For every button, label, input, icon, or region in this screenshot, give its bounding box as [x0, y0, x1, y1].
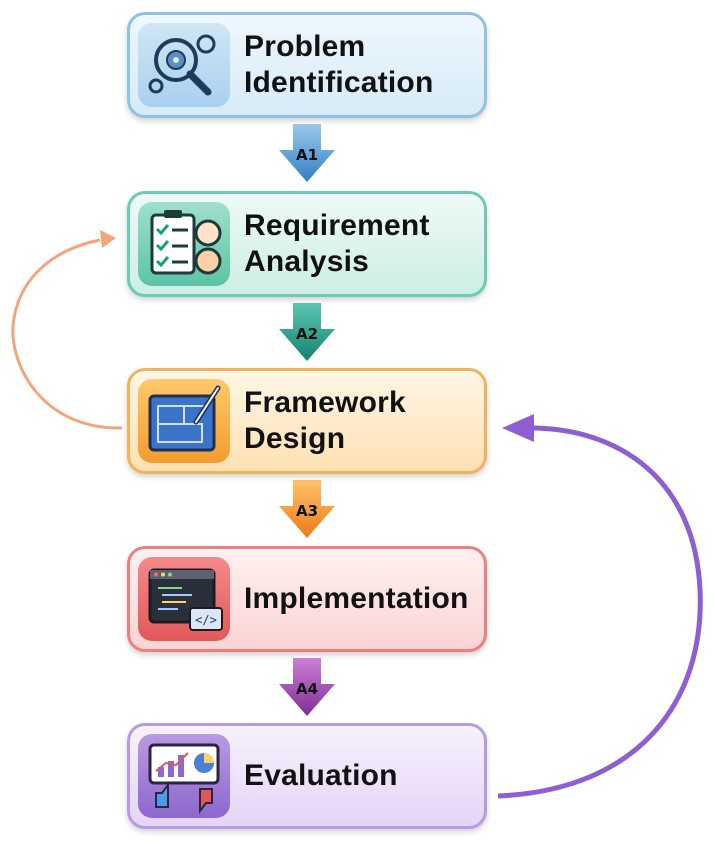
- magnifier-gears-icon: [138, 23, 230, 107]
- code-window-icon: </>: [138, 557, 230, 641]
- step-problem-identification: Problem Identification: [127, 12, 487, 118]
- step-title-line1: Evaluation: [244, 759, 398, 792]
- chart-thumbs-icon: [138, 734, 230, 818]
- step-title-line1: Implementation: [244, 582, 469, 615]
- step-title-line1: Problem: [244, 30, 366, 63]
- arrow-a2: [279, 303, 335, 361]
- arrow-a3: [279, 480, 335, 538]
- feedback-arrow-orange: [11, 238, 123, 430]
- arrow-label-a4: A4: [295, 680, 319, 698]
- step-title-line2: Analysis: [244, 245, 369, 278]
- arrow-label-a2: A2: [295, 325, 319, 343]
- step-evaluation: Evaluation: [127, 723, 487, 829]
- step-title-line1: Requirement: [244, 209, 430, 242]
- feedback-arrow-purple: [497, 425, 703, 799]
- arrow-a1: [279, 124, 335, 182]
- step-framework-design: Framework Design: [127, 368, 487, 474]
- arrow-label-a1: A1: [295, 146, 319, 164]
- step-title-line2: Identification: [244, 66, 434, 99]
- blueprint-pencil-icon: [138, 379, 230, 463]
- step-title-line1: Framework: [244, 386, 406, 419]
- checklist-users-icon: [138, 202, 230, 286]
- step-title-line2: Design: [244, 422, 346, 455]
- svg-text:</>: </>: [195, 613, 217, 627]
- step-requirement-analysis: Requirement Analysis: [127, 191, 487, 297]
- step-implementation: </> Implementation: [127, 546, 487, 652]
- arrow-label-a3: A3: [295, 502, 319, 520]
- arrow-a4: [279, 658, 335, 716]
